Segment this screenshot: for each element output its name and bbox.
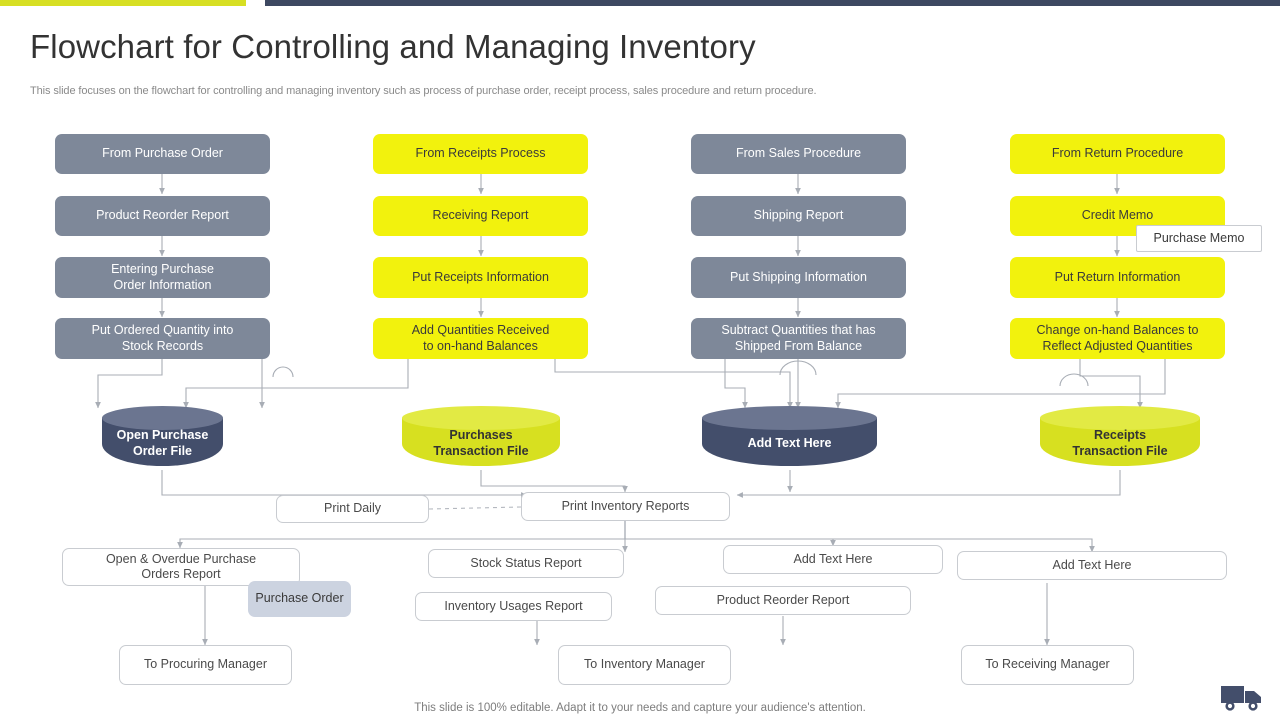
- step-put-shipping-information[interactable]: Put Shipping Information: [691, 257, 906, 298]
- print-inventory-reports-box[interactable]: Print Inventory Reports: [521, 492, 730, 521]
- datastore-open-purchase-order-file[interactable]: Open Purchase Order File: [102, 406, 223, 468]
- step-from-sales-procedure[interactable]: From Sales Procedure: [691, 134, 906, 174]
- datastore-receipts-transaction-file[interactable]: Receipts Transaction File: [1040, 406, 1200, 468]
- step-put-ordered-quantity-into-stock-records[interactable]: Put Ordered Quantity into Stock Records: [55, 318, 270, 359]
- page-subtitle: This slide focuses on the flowchart for …: [30, 85, 817, 97]
- step-add-quantities-received[interactable]: Add Quantities Received to on-hand Balan…: [373, 318, 588, 359]
- datastore-add-text-here-file[interactable]: Add Text Here: [702, 406, 877, 468]
- tooltip-purchase-memo[interactable]: Purchase Memo: [1136, 225, 1262, 252]
- datastore-label: Add Text Here: [747, 436, 832, 451]
- step-change-on-hand-balances[interactable]: Change on-hand Balances to Reflect Adjus…: [1010, 318, 1225, 359]
- step-credit-memo[interactable]: Credit Memo: [1010, 196, 1225, 236]
- step-put-receipts-information[interactable]: Put Receipts Information: [373, 257, 588, 298]
- step-from-receipts-process[interactable]: From Receipts Process: [373, 134, 588, 174]
- delivery-truck-icon: [1221, 686, 1261, 711]
- accent-bar-right: [265, 0, 1280, 6]
- cylinder-top: [402, 406, 560, 430]
- cylinder-top: [702, 406, 877, 430]
- recipient-to-inventory-manager[interactable]: To Inventory Manager: [558, 645, 731, 685]
- report-add-text-here-2[interactable]: Add Text Here: [957, 551, 1227, 580]
- recipient-to-receiving-manager[interactable]: To Receiving Manager: [961, 645, 1134, 685]
- step-subtract-quantities-shipped[interactable]: Subtract Quantities that has Shipped Fro…: [691, 318, 906, 359]
- step-shipping-report[interactable]: Shipping Report: [691, 196, 906, 236]
- step-from-return-procedure[interactable]: From Return Procedure: [1010, 134, 1225, 174]
- recipient-to-procuring-manager[interactable]: To Procuring Manager: [119, 645, 292, 685]
- step-receiving-report[interactable]: Receiving Report: [373, 196, 588, 236]
- step-product-reorder-report[interactable]: Product Reorder Report: [55, 196, 270, 236]
- step-from-purchase-order[interactable]: From Purchase Order: [55, 134, 270, 174]
- slide-footer-note: This slide is 100% editable. Adapt it to…: [414, 702, 866, 714]
- datastore-label: Receipts Transaction File: [1072, 428, 1168, 458]
- report-open-overdue-purchase-orders[interactable]: Open & Overdue Purchase Orders Report: [62, 548, 300, 586]
- report-stock-status[interactable]: Stock Status Report: [428, 549, 624, 578]
- datastore-purchases-transaction-file[interactable]: Purchases Transaction File: [402, 406, 560, 468]
- print-daily-box[interactable]: Print Daily: [276, 495, 429, 523]
- report-product-reorder[interactable]: Product Reorder Report: [655, 586, 911, 615]
- report-inventory-usages[interactable]: Inventory Usages Report: [415, 592, 612, 621]
- datastore-label: Purchases Transaction File: [433, 428, 529, 458]
- selected-purchase-order-box[interactable]: Purchase Order: [248, 581, 351, 617]
- cylinder-top: [1040, 406, 1200, 430]
- step-put-return-information[interactable]: Put Return Information: [1010, 257, 1225, 298]
- datastore-label: Open Purchase Order File: [116, 428, 209, 458]
- report-add-text-here-1[interactable]: Add Text Here: [723, 545, 943, 574]
- page-title: Flowchart for Controlling and Managing I…: [30, 28, 756, 65]
- step-entering-purchase-order-information[interactable]: Entering Purchase Order Information: [55, 257, 270, 298]
- accent-bar-left: [0, 0, 246, 6]
- cylinder-top: [102, 406, 223, 430]
